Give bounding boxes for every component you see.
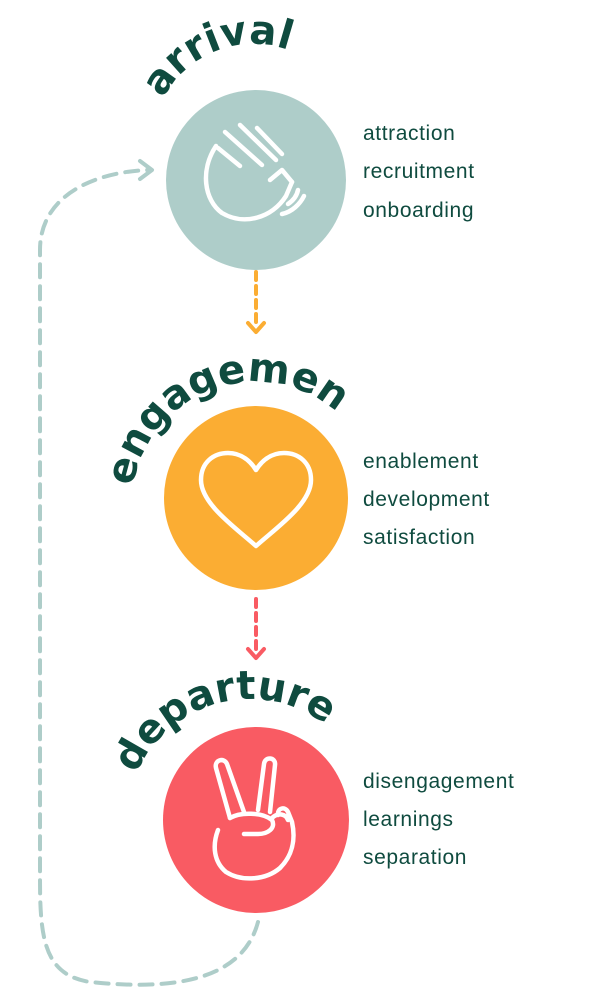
arrival-item: onboarding [363,199,474,222]
departure-item: disengagement [363,770,514,793]
arrival-item: recruitment [363,160,475,183]
waving-hand-icon [203,122,307,222]
engagement-item: enablement [363,450,479,473]
arrival-item: attraction [363,122,455,145]
heart-icon [198,450,314,549]
stage-arrival: arrival attraction recruitment onboardin… [133,7,475,270]
arrival-title: arrival [133,7,299,104]
arrowhead-engagement-departure [246,647,266,660]
stage-departure: departure disengagement learnings separa… [104,663,514,913]
arrival-circle [166,90,346,270]
departure-item: learnings [363,808,454,831]
engagement-circle [164,406,348,590]
arrowhead-arrival-engagement [246,321,266,334]
peace-hand-icon [212,756,296,881]
departure-circle [163,727,349,913]
loop-connector [38,168,260,987]
engagement-item: development [363,488,490,511]
stage-engagement: engagement enablement development satisf… [0,0,490,590]
engagement-item: satisfaction [363,526,475,549]
departure-item: separation [363,846,467,869]
loop-arrowhead [138,159,154,181]
